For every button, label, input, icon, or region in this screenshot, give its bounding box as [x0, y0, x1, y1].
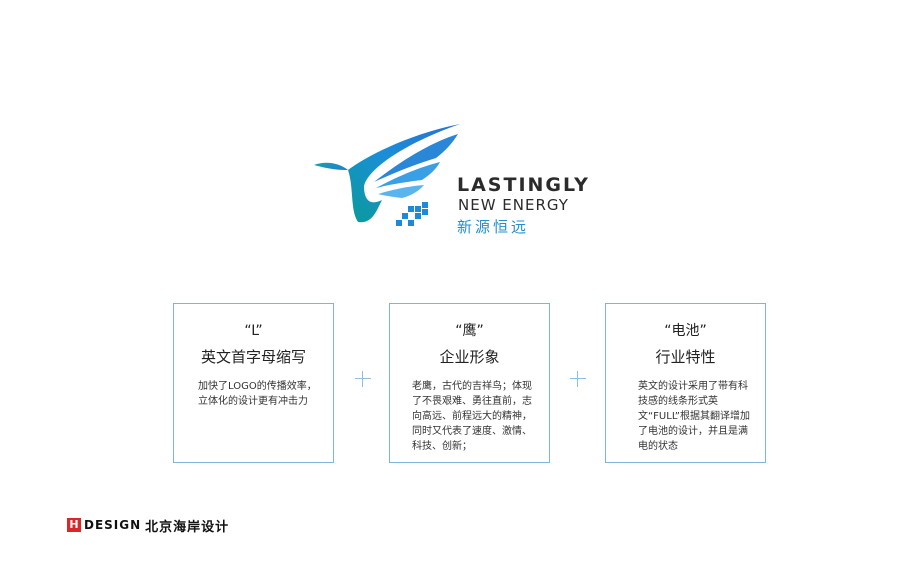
plus-icon — [570, 371, 586, 387]
footer-design-text: DESIGN — [84, 518, 142, 532]
eagle-logo-icon — [314, 124, 460, 226]
feature-card-eagle: “鹰” 企业形象 老鹰，古代的吉祥鸟；体现了不畏艰难、勇往直前，志向高远、前程远… — [389, 303, 550, 463]
feature-card-battery: “电池” 行业特性 英文的设计采用了带有科技感的线条形式英文“FULL”根据其翻… — [605, 303, 766, 463]
wordmark-line2: NEW ENERGY — [458, 196, 569, 214]
feature-card-l: “L” 英文首字母缩写 加快了LOGO的传播效率，立体化的设计更有冲击力 — [173, 303, 334, 463]
footer-company-name: 北京海岸设计 — [145, 519, 230, 535]
card-subtitle: 企业形象 — [439, 348, 500, 366]
wordmark-line1: LASTINGLY — [457, 174, 590, 196]
card-title: “电池” — [664, 323, 707, 339]
card-subtitle: 行业特性 — [655, 348, 716, 366]
card-title: “鹰” — [455, 323, 484, 339]
card-description: 英文的设计采用了带有科技感的线条形式英文“FULL”根据其翻译增加了电池的设计，… — [638, 381, 750, 452]
plus-icon — [355, 371, 371, 387]
brand-logo: LASTINGLY NEW ENERGY 新源恒远 — [312, 118, 612, 238]
card-description: 加快了LOGO的传播效率，立体化的设计更有冲击力 — [198, 381, 317, 407]
wordmark: LASTINGLY NEW ENERGY 新源恒远 — [457, 174, 590, 238]
card-description: 老鹰，古代的吉祥鸟；体现了不畏艰难、勇往直前，志向高远、前程远大的精神，同时又代… — [412, 381, 532, 452]
card-title: “L” — [244, 323, 263, 339]
footer-brand: H DESIGN 北京海岸设计 — [67, 516, 230, 535]
card-subtitle: 英文首字母缩写 — [200, 348, 306, 366]
wordmark-chinese: 新源恒远 — [457, 218, 530, 236]
h-logo-icon: H — [67, 518, 81, 532]
